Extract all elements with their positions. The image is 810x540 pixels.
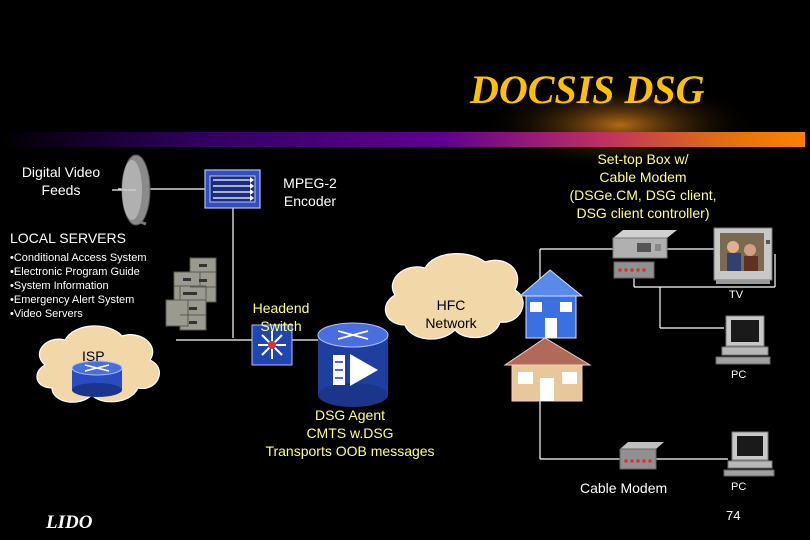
local-servers-list: •Conditional Access System •Electronic P… xyxy=(10,251,147,321)
local-server-item: •Video Servers xyxy=(10,308,83,320)
tv-icon xyxy=(713,227,773,284)
mpeg2-encoder-icon xyxy=(204,169,261,209)
tv-label: TV xyxy=(729,289,744,301)
lido-logo: LIDO xyxy=(46,512,93,533)
mpeg2-encoder-label: MPEG-2 Encoder xyxy=(283,175,337,209)
set-top-box-label: Set-top Box w/ Cable Modem (DSGe.CM, DSG… xyxy=(569,151,717,221)
digital-video-feeds-label: Digital Video Feeds xyxy=(21,164,101,198)
isp-label: ISP xyxy=(82,348,105,364)
satellite-dish-icon xyxy=(112,154,151,226)
headend-switch-label: Headend Switch xyxy=(252,300,310,334)
pc-label-1: PC xyxy=(731,369,747,381)
pc-label-2: PC xyxy=(731,481,747,493)
file-cabinets-icon xyxy=(165,257,217,331)
isp-router-icon xyxy=(71,360,123,397)
local-server-item: •System Information xyxy=(10,280,109,292)
brown-house-icon xyxy=(503,337,592,402)
cable-modem-upper-icon xyxy=(613,261,655,279)
connection-lines xyxy=(118,188,776,460)
local-server-item: •Emergency Alert System xyxy=(10,294,135,306)
blue-house-icon xyxy=(518,269,584,339)
pc-icon-1 xyxy=(715,315,771,365)
title-gradient-bar xyxy=(0,132,805,147)
local-server-item: •Conditional Access System xyxy=(10,252,147,264)
slide-title: DOCSIS DSG xyxy=(470,67,705,112)
dsg-agent-label: DSG Agent CMTS w.DSG Transports OOB mess… xyxy=(265,407,435,459)
cable-modem-lower-icon xyxy=(619,442,664,470)
cable-modem-label: Cable Modem xyxy=(580,480,668,496)
set-top-box-icon xyxy=(612,230,677,259)
pc-icon-2 xyxy=(723,431,775,477)
local-server-item: •Electronic Program Guide xyxy=(10,266,140,278)
headend-switch-icon xyxy=(251,324,293,366)
page-number: 74 xyxy=(726,508,741,523)
cmts-router-icon xyxy=(317,322,389,407)
title-glow xyxy=(480,80,760,170)
hfc-network-cloud xyxy=(384,253,524,340)
hfc-network-label: HFC Network xyxy=(425,297,477,331)
local-servers-heading: LOCAL SERVERS xyxy=(10,230,126,246)
